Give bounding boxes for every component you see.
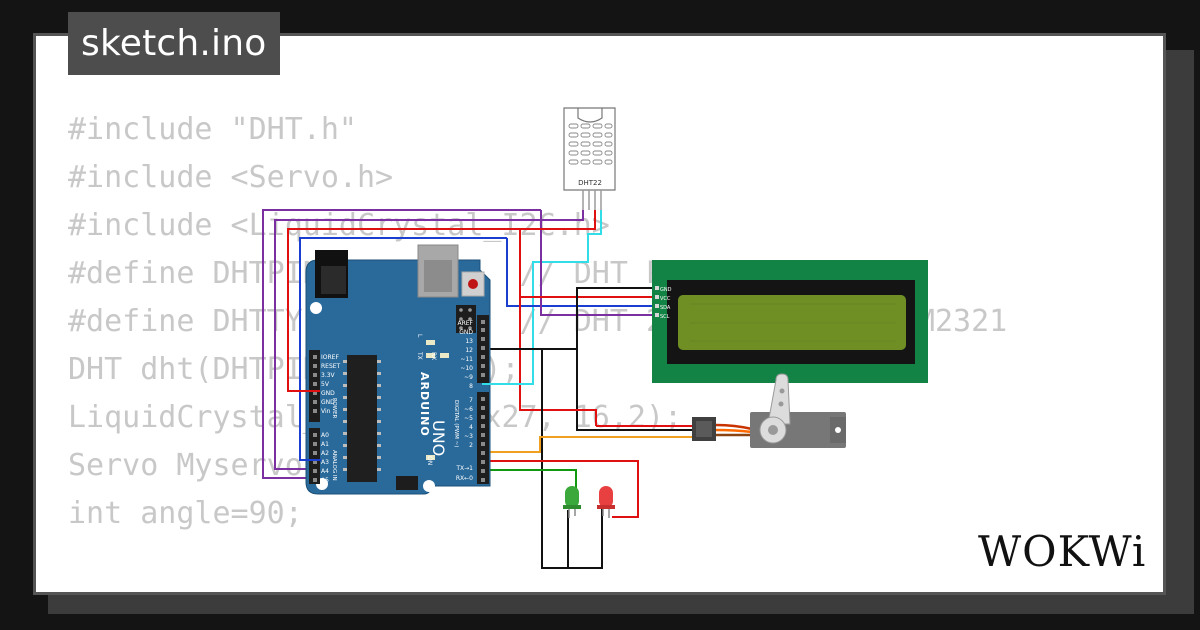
pin-label: GND (321, 390, 335, 397)
pin-label: A4 (321, 468, 329, 475)
pin-label: 12 (465, 347, 473, 354)
pin-label: ~9 (464, 374, 473, 381)
pin-label: 8 (469, 383, 473, 390)
dht-label: DHT22 (578, 179, 602, 187)
pin-label: A1 (321, 441, 329, 448)
lcd-pin-label: SDA (660, 305, 671, 311)
led-l-label: L (416, 334, 423, 338)
red-led[interactable] (597, 486, 615, 518)
lcd-pin-label: GND (660, 287, 672, 293)
pin-label: ~11 (460, 356, 473, 363)
code-line: #include <Servo.h> (68, 160, 394, 195)
pin-label: 7 (469, 397, 473, 404)
led-tx-label: TX (416, 351, 423, 360)
dht22-sensor[interactable]: DHT22 (563, 107, 616, 210)
wokwi-logo-icon: WOKWi (978, 527, 1146, 574)
pin-label: ~3 (464, 433, 473, 440)
on-label: ON (426, 456, 433, 465)
code-line: #include "DHT.h" (68, 112, 357, 147)
arduino-model: UNO (429, 420, 448, 456)
pin-label: 13 (465, 338, 473, 345)
pin-label: RX←0 (456, 475, 473, 482)
pin-label: 5V (321, 381, 330, 388)
led-rx-label: RX (430, 352, 437, 360)
pin-label: A0 (321, 432, 329, 439)
pin-label: A5 (321, 477, 329, 484)
wokwi-logo-text: WOKWi (978, 527, 1146, 574)
arduino-uno-board[interactable]: L TX RX ARDUINO UNO ON DIGITAL (PWM ~) P… (305, 244, 491, 495)
pin-label: 3.3V (321, 372, 336, 379)
pin-label: 4 (469, 424, 473, 431)
digital-label: DIGITAL (PWM ~) (453, 400, 459, 447)
green-led[interactable] (563, 486, 581, 518)
lcd-pin-label: SCL (660, 314, 670, 320)
sketch-tab[interactable]: sketch.ino (68, 12, 281, 75)
microcontroller-chip (347, 355, 377, 482)
pin-label: GND (321, 399, 335, 406)
pin-label: TX→1 (455, 465, 473, 472)
arduino-brand: ARDUINO (418, 372, 431, 437)
power-label: POWER (331, 398, 337, 419)
servo-motor[interactable] (692, 373, 846, 448)
pin-label: A2 (321, 450, 329, 457)
pin-label: ~10 (460, 365, 473, 372)
code-line: int angle=90; (68, 496, 303, 531)
lcd-16x2-display[interactable]: GND VCC SDA SCL (652, 260, 928, 383)
pin-label: ~5 (464, 415, 473, 422)
lcd-pin-label: VCC (660, 296, 671, 302)
pin-label: GND (459, 329, 473, 336)
pin-label: 2 (469, 442, 473, 449)
pin-label: ~6 (464, 406, 473, 413)
pin-label: Vin (321, 408, 331, 415)
pin-label: IOREF (321, 354, 339, 361)
analog-label: ANALOG IN (331, 450, 337, 481)
pin-label: RESET (321, 363, 341, 370)
pin-label: AREF (457, 320, 473, 327)
pin-label: A3 (321, 459, 329, 466)
